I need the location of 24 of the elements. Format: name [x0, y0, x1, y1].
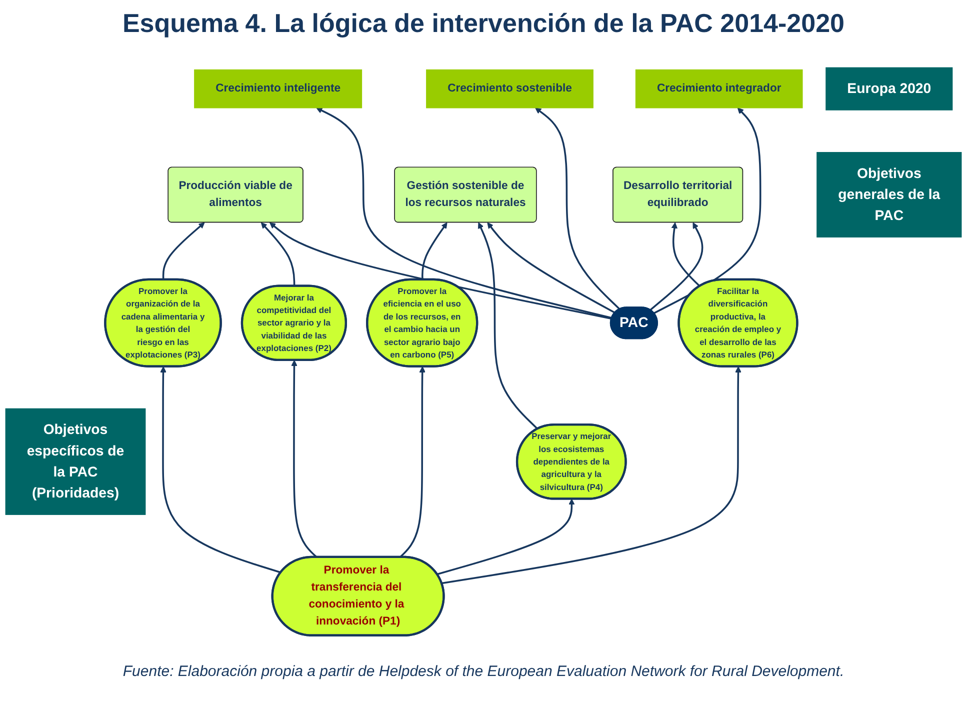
arrow	[270, 222, 612, 319]
node-box: Crecimiento integrador	[635, 68, 803, 108]
arrow	[160, 366, 282, 573]
caption: Fuente: Elaboración propia a partir de Helpdesk of the European Evaluation Network for Rural Development.	[122, 663, 846, 680]
node-box: Crecimiento sostenible	[426, 68, 594, 108]
arrow	[436, 498, 575, 575]
arrow	[478, 222, 538, 430]
node-box: Objetivos específicos de la PAC (Prioridades)	[5, 408, 146, 514]
arrow	[260, 222, 296, 286]
arrow	[671, 222, 700, 286]
arrow	[487, 222, 616, 313]
arrow	[316, 107, 612, 318]
arrow	[399, 366, 426, 558]
arrow	[422, 222, 448, 280]
arrow	[442, 366, 742, 584]
arrow	[162, 222, 205, 280]
node-box: Objetivos generales de la PAC	[816, 152, 962, 237]
arrow	[291, 360, 318, 558]
arrow	[535, 107, 620, 310]
diagram-title: Esquema 4. La lógica de intervención de la PAC 2014-2020	[121, 8, 846, 39]
arrow	[650, 222, 704, 310]
arrow	[654, 107, 762, 314]
node-box: Crecimiento inteligente	[194, 68, 362, 108]
node-box: Europa 2020	[826, 66, 953, 110]
